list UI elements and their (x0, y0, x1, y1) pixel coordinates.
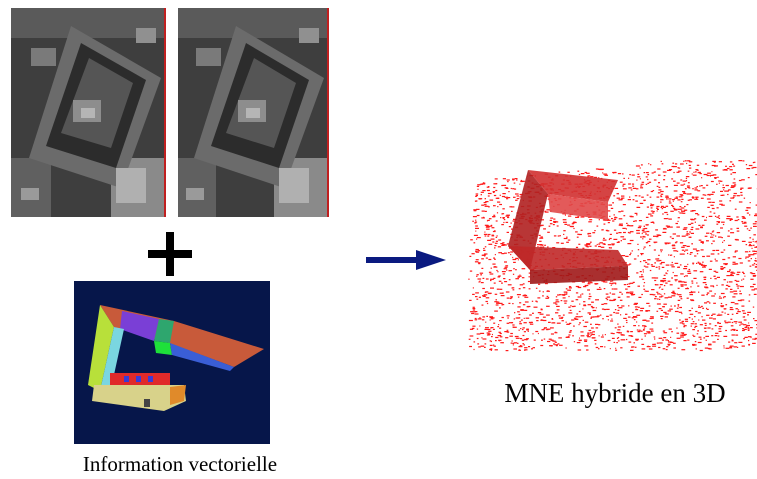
caption-vector-information: Information vectorielle (82, 452, 278, 476)
caption-mne-hybrid-3d: MNE hybride en 3D (504, 378, 726, 408)
right-arrow-icon (366, 250, 446, 270)
vector-model-panel (74, 281, 270, 444)
aerial-image-left (11, 8, 166, 217)
plus-icon (148, 232, 192, 276)
point-cloud-3d (468, 150, 757, 360)
aerial-image-right (178, 8, 329, 217)
building-volume (508, 170, 628, 284)
